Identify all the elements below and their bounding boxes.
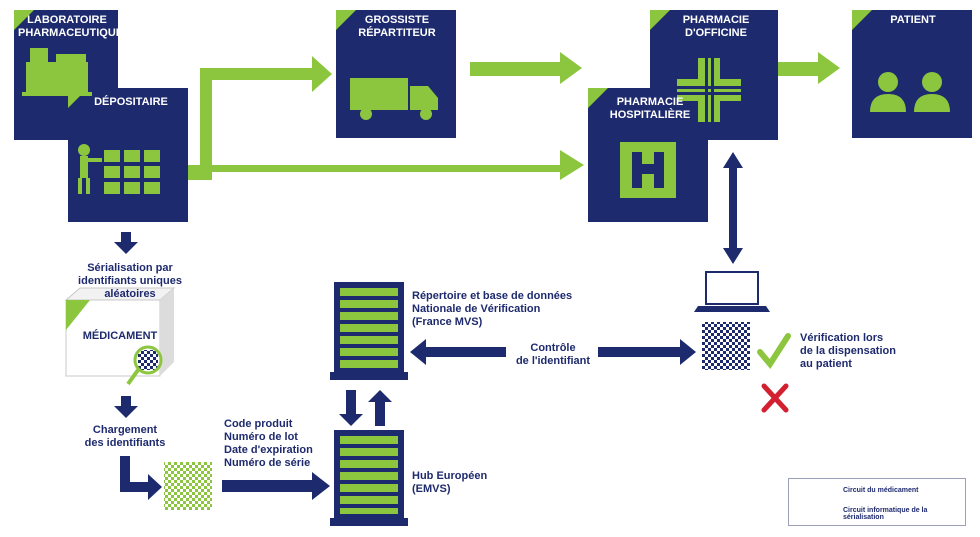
blue-arrow-hub-up [368, 390, 392, 426]
blue-arrow-to-qr [120, 456, 162, 500]
pharmacy-cross-icon [677, 58, 741, 122]
text-verification: Vérification lors de la dispensation au … [800, 332, 896, 370]
legend: Circuit du médicament Circuit informatiq… [788, 478, 966, 526]
blue-circuit [114, 152, 743, 500]
text-chargement: Chargement des identifiants [84, 424, 166, 449]
green-circuit [188, 52, 840, 180]
label-depositaire: DÉPOSITAIRE [94, 96, 168, 108]
blue-arrow-hub-down [339, 390, 363, 426]
text-serialisation: Sérialisation par identifiants uniques a… [78, 262, 182, 300]
server-repertoire-icon [330, 282, 408, 380]
legend-blue-label: Circuit informatique de la sérialisation [843, 507, 928, 521]
label-grossiste: GROSSISTE RÉPARTITEUR [358, 14, 436, 39]
blue-arrow-to-repertoire [410, 339, 506, 365]
label-patient: PATIENT [890, 14, 936, 26]
legend-green-label: Circuit du médicament [843, 487, 919, 494]
medicament-box-icon [64, 287, 176, 386]
warehouse-icon [78, 144, 160, 194]
text-controle: Contrôle de l'identifiant [515, 342, 591, 367]
hospital-icon [620, 142, 676, 198]
green-arrow-to-hospitaliere [188, 150, 584, 180]
cross-icon [761, 383, 789, 413]
truck-icon [350, 78, 438, 120]
patients-icon [870, 72, 950, 112]
label-laboratoire: LABORATOIRE PHARMACEUTIQUE [18, 14, 124, 39]
blue-arrow-down-1 [114, 232, 138, 254]
blue-arrow-to-verification [598, 339, 696, 365]
box-patient [852, 10, 972, 138]
laptop-icon [694, 271, 770, 312]
text-codes: Code produit Numéro de lot Date d'expira… [224, 418, 313, 469]
text-repertoire: Répertoire et base de données Nationale … [412, 290, 573, 328]
blue-arrow-down-2 [114, 396, 138, 418]
factory-icon [22, 48, 92, 96]
blue-arrow-to-hub [222, 472, 330, 500]
blue-arrow-double [723, 152, 743, 264]
green-arrow-officine-patient [778, 52, 840, 84]
label-hospitaliere: PHARMACIE HOSPITALIÈRE [609, 96, 691, 121]
server-hub-icon [330, 430, 408, 526]
green-arrow-grossiste-officine [470, 52, 582, 84]
qr-code-green-icon [164, 462, 212, 510]
check-icon [757, 333, 791, 370]
text-medicament: MÉDICAMENT [82, 330, 158, 342]
label-officine: PHARMACIE D'OFFICINE [682, 14, 750, 39]
box-grossiste [336, 10, 456, 138]
qr-code-blue-icon [702, 322, 750, 370]
text-hub: Hub Européen (EMVS) [412, 470, 488, 495]
